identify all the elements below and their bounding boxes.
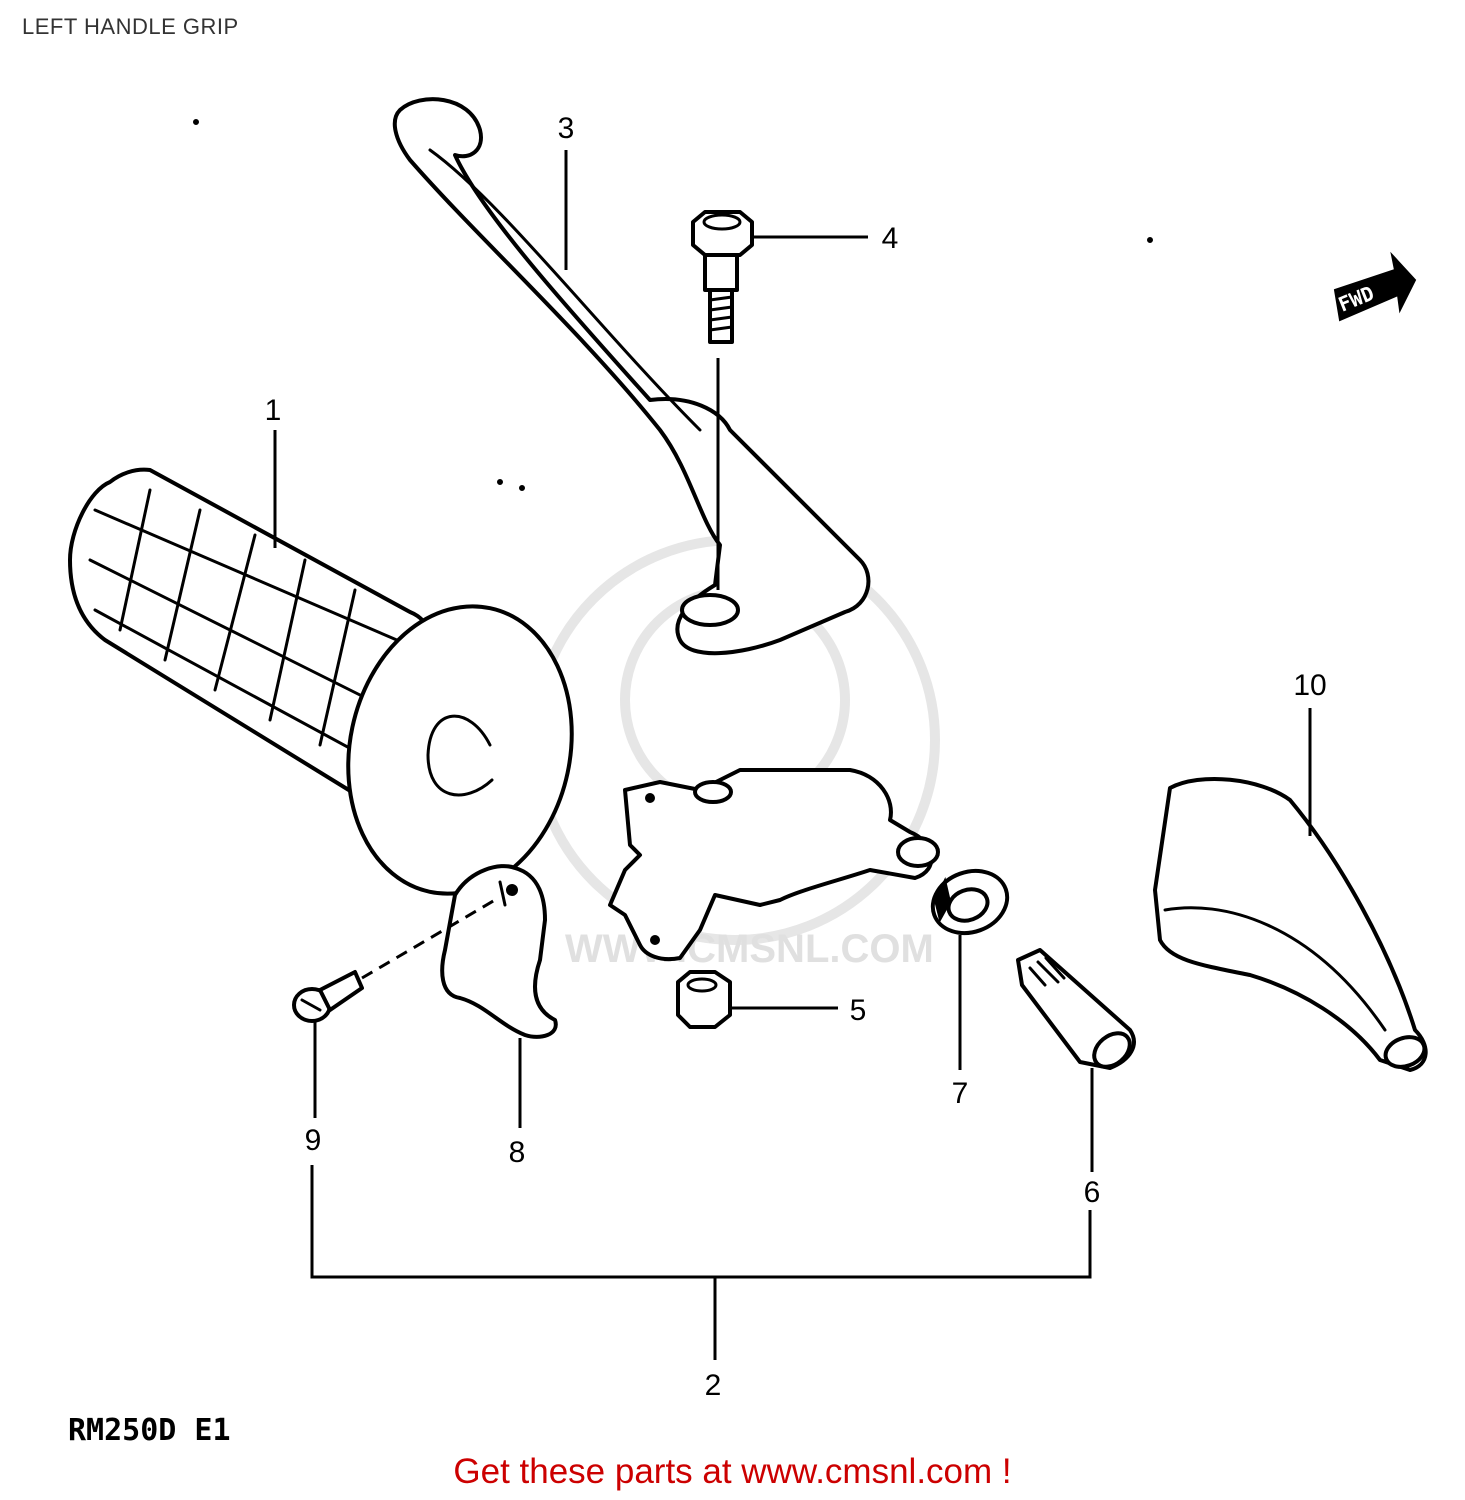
leader-2-bracket [310,1165,1092,1360]
callout-9: 9 [305,1124,322,1157]
footer-cta-link[interactable]: Get these parts at www.cmsnl.com ! [453,1452,1012,1491]
callout-2: 2 [705,1369,722,1402]
model-code: RM250D E1 [68,1413,231,1448]
callout-3: 3 [558,112,575,145]
part-9-screw[interactable] [292,898,496,1023]
part-7-locknut[interactable] [924,861,1016,943]
callout-8: 8 [509,1136,526,1169]
part-8-clamp[interactable] [440,864,558,1039]
part-1-handle-grip[interactable] [68,467,598,915]
watermark-text: WWW.CMSNL.COM [565,927,934,971]
callout-4: 4 [882,222,899,255]
part-10-lever-cover[interactable] [1153,777,1429,1072]
callout-7: 7 [952,1077,969,1110]
callout-1: 1 [265,394,282,427]
fwd-arrow-icon: FWD [1333,251,1417,322]
callout-6: 6 [1084,1176,1101,1209]
part-6-adjuster[interactable] [1016,948,1136,1074]
callout-10: 10 [1293,669,1326,702]
part-3-clutch-lever[interactable] [392,97,871,656]
part-5-nut[interactable] [676,970,732,1029]
callout-5: 5 [850,994,867,1027]
footer-cta[interactable]: Get these parts at www.cmsnl.com ! [0,1452,1465,1492]
part-2-lever-holder[interactable] [608,768,940,962]
page-title: LEFT HANDLE GRIP [22,14,239,39]
part-4-pivot-bolt[interactable] [691,210,754,590]
